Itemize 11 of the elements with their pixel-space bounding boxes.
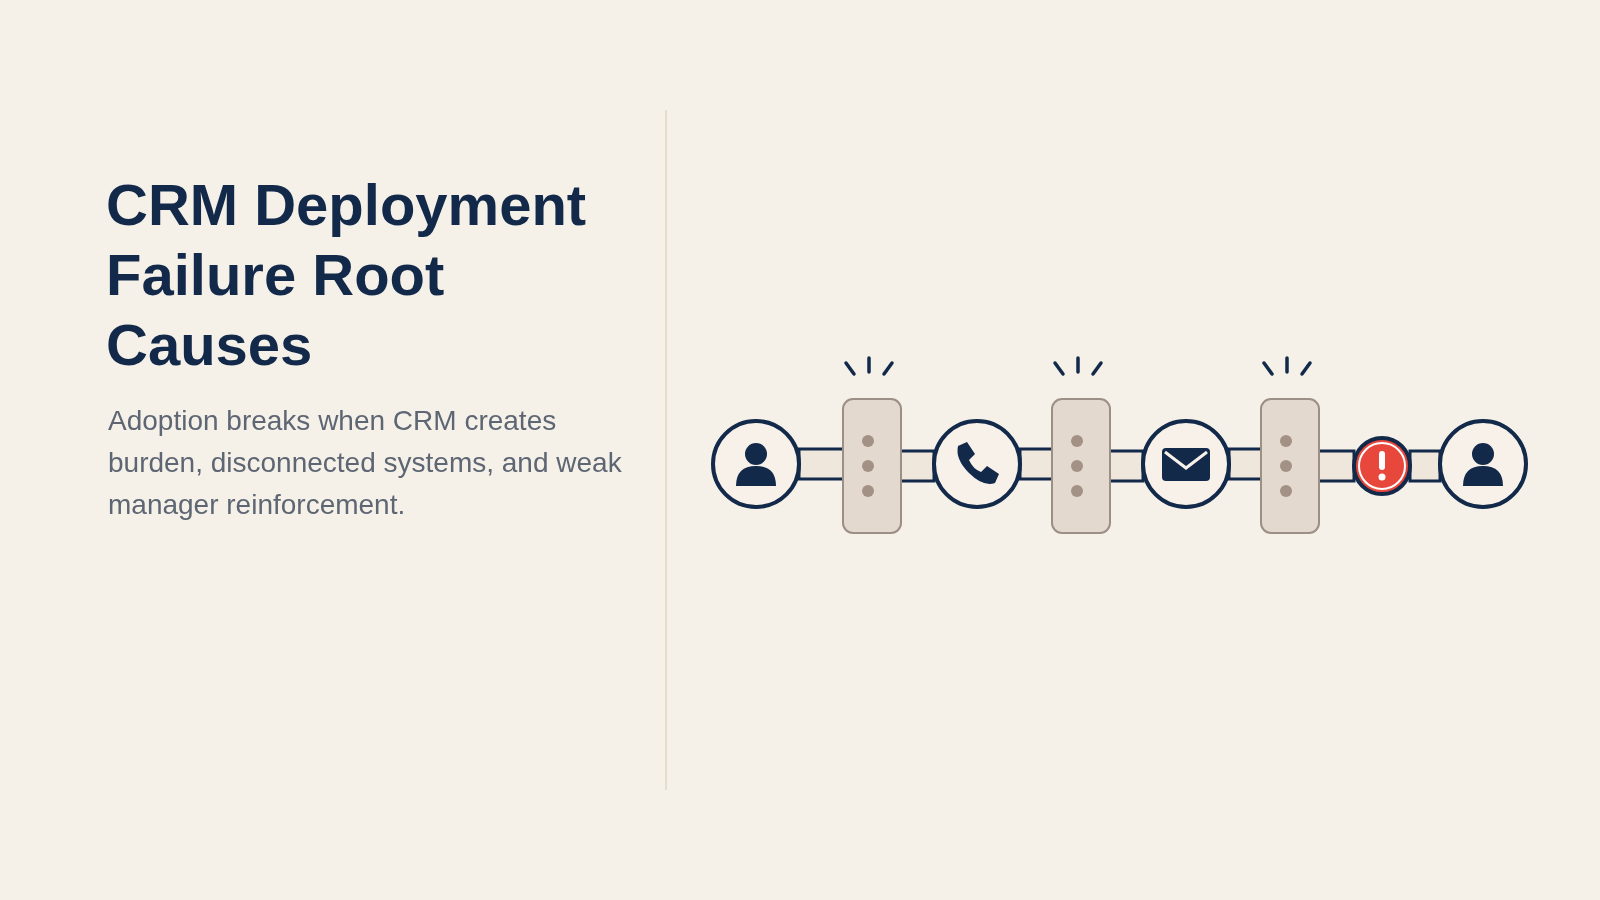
subtitle: Adoption breaks when CRM creates burden, disconnected systems, and weak manager reinforcement. [108, 404, 623, 522]
icon-circle [1438, 419, 1528, 509]
connector-band [1408, 449, 1442, 483]
title: CRM Deployment Failure Root Causes [106, 171, 588, 379]
slider-block [842, 398, 902, 534]
slider-block [1051, 398, 1111, 534]
alert-circle [1352, 436, 1412, 496]
icon-circle [711, 419, 801, 509]
slider-block [1260, 398, 1320, 534]
icon-circle [1141, 419, 1231, 509]
icon-circle [932, 419, 1022, 509]
